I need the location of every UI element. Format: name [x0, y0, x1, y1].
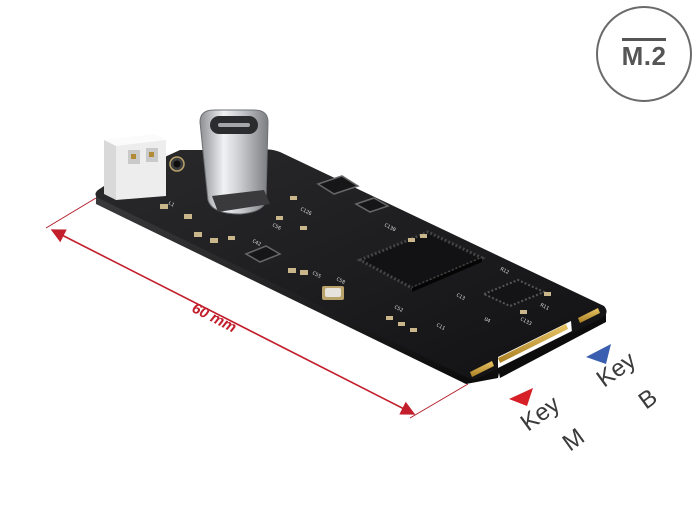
pin-header-pin-2: [149, 152, 154, 157]
silkscreen-label: L1: [167, 200, 175, 208]
capacitor: [194, 232, 202, 237]
white-pin-header: [104, 134, 166, 200]
gold-finger-strip-right: [578, 308, 600, 323]
controller-chip-shadow: [412, 258, 482, 292]
mounting-hole-inner: [173, 160, 181, 168]
extension-line-left: [45, 197, 97, 229]
silkscreen-label: C126: [299, 206, 312, 217]
silkscreen-label: C130: [383, 222, 396, 233]
key-b-callout: Key B: [586, 344, 662, 415]
extension-line-right: [409, 383, 469, 419]
capacitor: [520, 310, 527, 314]
gold-fingers: [470, 308, 600, 377]
silkscreen-label: C11: [435, 322, 446, 331]
silkscreen-label: C42: [251, 238, 262, 247]
pin-header-front: [104, 140, 116, 200]
pin-header-side: [116, 140, 166, 200]
usb-c-body: [199, 109, 269, 215]
pin-header-pin-1: [131, 154, 136, 159]
key-m-triangle-icon: [509, 388, 533, 406]
gold-finger-strip-main: [498, 324, 568, 363]
silkscreen-label: C133: [519, 316, 532, 327]
silkscreen-label: C13: [455, 292, 466, 301]
capacitor: [300, 226, 307, 230]
pin-header-top: [104, 134, 166, 146]
crystal-top: [325, 288, 341, 297]
capacitor: [210, 238, 218, 243]
regulator-chip: [316, 175, 360, 195]
capacitor: [420, 234, 427, 238]
key-b-letter: B: [634, 384, 663, 415]
silkscreen-label: U4: [483, 316, 491, 324]
capacitor: [398, 322, 405, 326]
gold-finger-strip-left: [470, 361, 494, 377]
key-m-callout: Key M: [509, 388, 590, 457]
passive-components: [160, 196, 551, 332]
capacitor: [410, 328, 417, 332]
regulator-chip-3: [244, 245, 282, 263]
usb-c-tab: [212, 190, 270, 212]
silkscreen-label: R11: [539, 302, 550, 311]
capacitor: [300, 270, 308, 275]
capacitor: [160, 204, 168, 209]
capacitor: [544, 292, 551, 296]
capacitor: [228, 236, 235, 240]
capacitor: [276, 216, 283, 220]
silkscreen-label: R12: [499, 266, 510, 275]
m2-badge-label: M.2: [621, 38, 667, 70]
silkscreen-label: C56: [271, 222, 282, 231]
capacitor: [386, 316, 393, 320]
capacitor: [184, 214, 192, 219]
crystal-oscillator: [322, 286, 344, 300]
silkscreen-label: C52: [393, 304, 404, 313]
dimension-arrow: [50, 229, 416, 415]
regulator-chip-2: [354, 197, 390, 213]
silkscreen-labels: C42 C56 C55 C58 C52 C126 C130 C133 R11 R…: [167, 200, 550, 331]
capacitor: [408, 238, 415, 242]
controller-chip: [356, 230, 486, 292]
capacitor: [288, 268, 296, 273]
m2-badge: M.2: [596, 6, 692, 102]
silkscreen-label: C55: [311, 270, 322, 279]
usb-c-tongue: [218, 123, 250, 127]
m2-adapter-card: C42 C56 C55 C58 C52 C126 C130 C133 R11 R…: [95, 109, 607, 384]
pcb-edge-right: [498, 314, 606, 378]
key-b-triangle-icon: [586, 344, 611, 364]
dimension-label: 60 mm: [189, 300, 239, 337]
capacitor: [290, 196, 297, 200]
silkscreen-label: C58: [335, 276, 346, 285]
key-m-letter: M: [558, 423, 590, 457]
usb-c-port: [199, 109, 270, 215]
